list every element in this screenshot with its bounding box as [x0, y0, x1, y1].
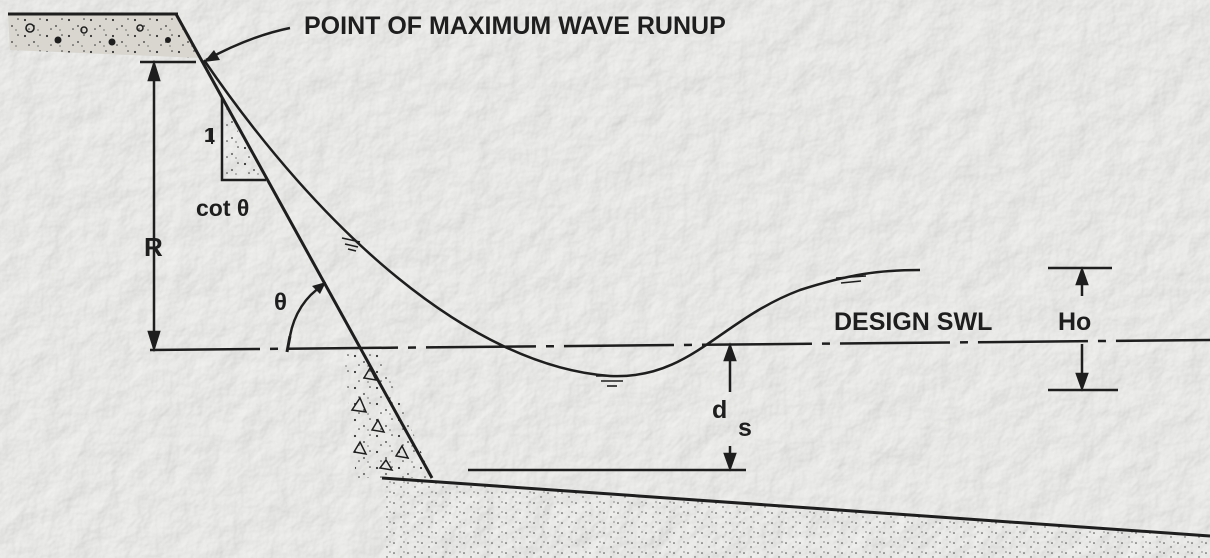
- runup-height-dimension: [140, 59, 196, 353]
- slope-ratio-cot-label: cot θ: [196, 195, 249, 221]
- depth-s-label: s: [738, 414, 752, 442]
- runup-pointer-arrow: [204, 26, 291, 62]
- water-surface-markers: [341, 237, 867, 387]
- wave-height-dimension: [1048, 266, 1118, 392]
- embankment-crest: [8, 12, 200, 58]
- design-swl-label: DESIGN SWL: [834, 308, 992, 336]
- slope-angle-arc: [285, 282, 326, 353]
- slope-angle-label: θ: [274, 289, 287, 316]
- runup-height-label: R: [144, 232, 163, 262]
- slope-ratio-one-label: 1: [204, 125, 215, 147]
- water-depth-dimension: [468, 342, 746, 472]
- depth-d-label: d: [712, 396, 727, 424]
- structure-slope: [174, 13, 434, 479]
- water-surface-curve: [202, 59, 921, 378]
- wave-height-label: Ho: [1058, 308, 1091, 336]
- design-swl-line: [149, 338, 1210, 352]
- runup-point-label: POINT OF MAXIMUM WAVE RUNUP: [304, 12, 726, 40]
- slope-ratio-triangle: [211, 98, 266, 182]
- seabed: [381, 476, 1210, 558]
